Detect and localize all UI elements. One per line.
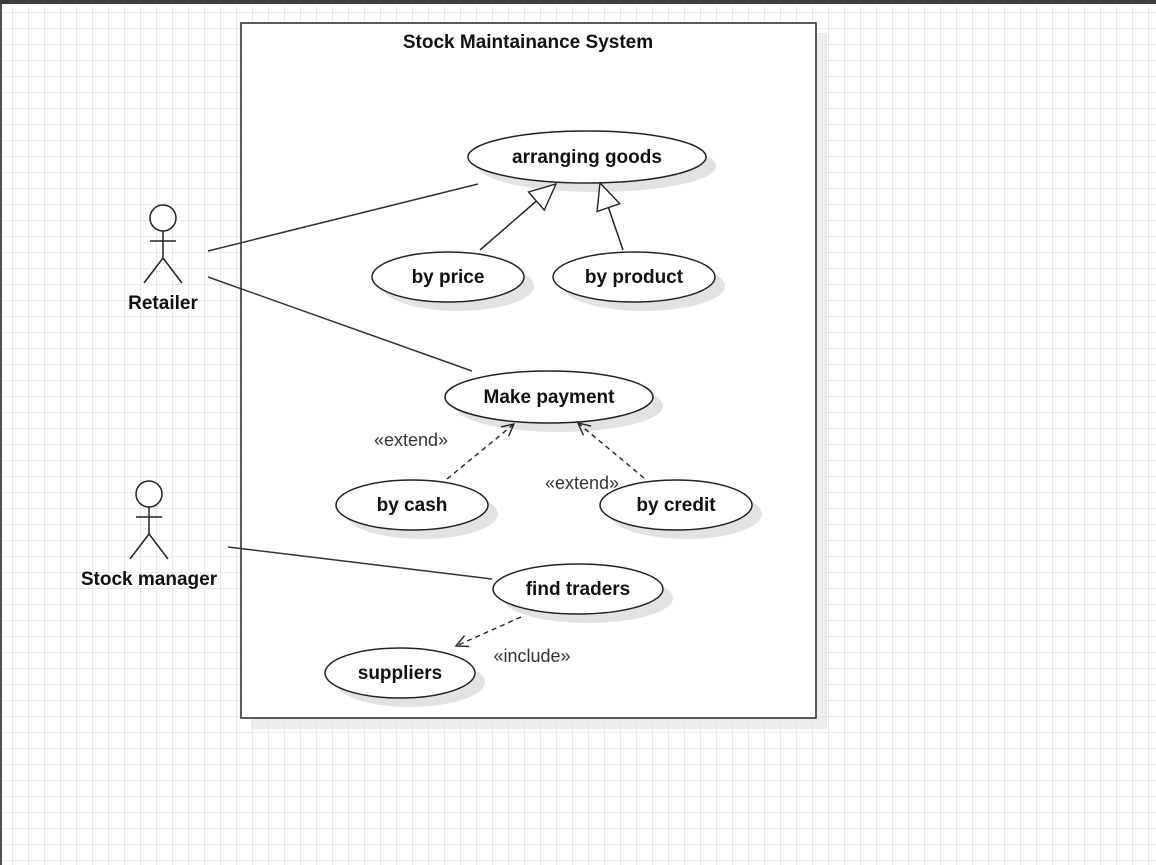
use-case-by-price[interactable]: [371, 251, 534, 311]
actor-retailer[interactable]: [143, 204, 183, 284]
retailer-right-leg: [162, 257, 183, 284]
use-case-find-traders[interactable]: [492, 563, 673, 623]
use-case-by-cash[interactable]: [335, 479, 498, 539]
window-top-border: [0, 0, 1156, 4]
use-case-by-price-label: by price: [412, 267, 485, 288]
use-case-arranging-goods[interactable]: [467, 130, 716, 192]
association-stock-manager-find-traders[interactable]: [227, 546, 493, 580]
use-case-by-cash-label: by cash: [377, 495, 448, 516]
stock-manager-right-leg: [148, 533, 169, 560]
actor-stock-manager-label: Stock manager: [81, 569, 218, 590]
window-left-border: [0, 4, 2, 865]
use-case-by-credit-label: by credit: [636, 495, 716, 516]
association-retailer-arranging-goods[interactable]: [207, 183, 479, 252]
retailer-head: [149, 204, 177, 232]
use-case-make-payment-label: Make payment: [484, 387, 616, 408]
association-retailer-make-payment[interactable]: [207, 276, 473, 372]
use-case-find-traders-label: find traders: [526, 579, 631, 600]
generalization-by-product-to-arranging-goods[interactable]: [600, 183, 624, 251]
stock-manager-left-leg: [129, 533, 150, 560]
use-case-arranging-goods-label: arranging goods: [512, 147, 662, 168]
generalization-by-price-to-arranging-goods[interactable]: [479, 184, 556, 251]
stereotype-include-suppliers: «include»: [493, 646, 570, 666]
use-case-suppliers-label: suppliers: [358, 663, 442, 684]
stock-manager-head: [135, 480, 163, 508]
stereotype-extend-cash: «extend»: [374, 430, 448, 450]
system-title: Stock Maintainance System: [403, 32, 653, 53]
stereotype-extend-credit: «extend»: [545, 473, 619, 493]
retailer-left-leg: [143, 257, 164, 284]
actor-retailer-label: Retailer: [128, 293, 198, 314]
use-case-make-payment[interactable]: [444, 370, 663, 432]
use-case-suppliers[interactable]: [324, 647, 485, 707]
include-find-traders-to-suppliers[interactable]: [456, 616, 522, 646]
use-case-by-credit[interactable]: [599, 479, 762, 539]
actor-stock-manager[interactable]: [129, 480, 169, 560]
use-case-by-product-label: by product: [585, 267, 684, 288]
use-case-by-product[interactable]: [552, 251, 725, 311]
extend-by-cash-to-make-payment[interactable]: [446, 424, 514, 480]
